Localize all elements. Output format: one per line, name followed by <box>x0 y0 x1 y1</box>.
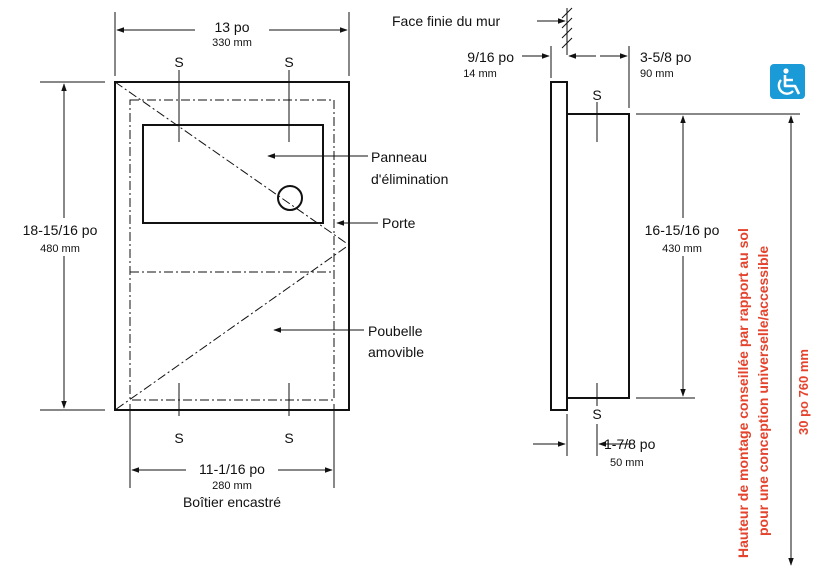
wall-thickness-mm: 14 mm <box>463 68 497 80</box>
wheelchair-accessibility-icon <box>770 64 805 99</box>
side-body <box>567 113 630 399</box>
outer-flange <box>114 81 350 411</box>
front-view-caption: Boîtier encastré <box>183 494 281 510</box>
panel-label: Panneau <box>371 149 427 165</box>
panel-label: d'élimination <box>371 171 448 187</box>
disposal-panel <box>142 124 324 224</box>
screw-label: S <box>284 430 293 446</box>
screw-label: S <box>592 406 601 422</box>
top-width-mm: 330 mm <box>212 37 252 49</box>
front-view: S S S S 13 po 330 mm 18-15/16 po 480 mm … <box>6 12 448 510</box>
door-swing-line <box>114 81 350 411</box>
body-height-label: 16-15/16 po <box>645 222 720 238</box>
projection-mm: 90 mm <box>640 68 674 80</box>
bottom-width-label: 11-1/16 po <box>199 461 265 477</box>
screw-label: S <box>174 54 183 70</box>
recess-label: 1-7/8 po <box>604 436 656 452</box>
screw-label: S <box>174 430 183 446</box>
screw-label: S <box>592 87 601 103</box>
wall-thickness-label: 9/16 po <box>467 49 514 65</box>
side-view: Face finie du mur S S 9/16 po 14 mm 3-5/… <box>392 7 811 566</box>
mounting-note: Hauteur de montage conseillée par rappor… <box>735 228 751 558</box>
body-height-mm: 430 mm <box>662 243 702 255</box>
height-mm: 480 mm <box>40 243 80 255</box>
projection-label: 3-5/8 po <box>640 49 692 65</box>
lock-icon <box>277 185 303 211</box>
bin-label: amovible <box>368 344 424 360</box>
mounting-note: pour une conception universelle/accessib… <box>755 246 771 536</box>
mounting-height-value: 30 po 760 mm <box>796 349 811 435</box>
top-width-label: 13 po <box>214 19 249 35</box>
bin-label: Poubelle <box>368 323 423 339</box>
side-flange <box>550 81 568 411</box>
recessed-box <box>129 99 335 401</box>
wall-label: Face finie du mur <box>392 13 500 29</box>
screw-label: S <box>284 54 293 70</box>
bottom-width-mm: 280 mm <box>212 480 252 492</box>
height-label: 18-15/16 po <box>23 222 98 238</box>
door-label: Porte <box>382 215 416 231</box>
recess-mm: 50 mm <box>610 457 644 469</box>
